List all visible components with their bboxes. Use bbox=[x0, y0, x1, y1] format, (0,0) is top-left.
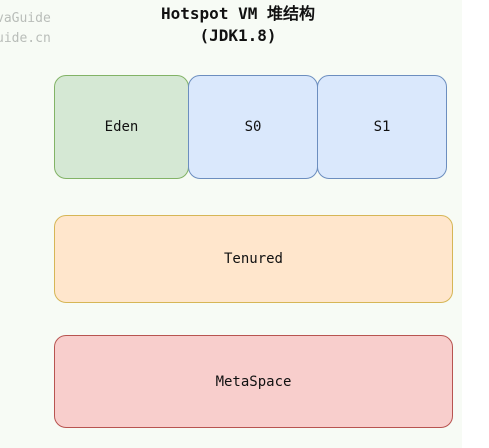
eden-region: Eden bbox=[54, 75, 189, 179]
metaspace-label: MetaSpace bbox=[215, 373, 292, 390]
s0-label: S0 bbox=[244, 119, 262, 135]
watermark: vaGuide uide.cn bbox=[0, 9, 51, 49]
watermark-line-1: vaGuide bbox=[0, 11, 51, 26]
watermark-line-2: uide.cn bbox=[0, 31, 51, 46]
tenured-region: Tenured bbox=[54, 215, 453, 303]
survivor-s1-region: S1 bbox=[317, 75, 447, 179]
s1-label: S1 bbox=[373, 119, 391, 135]
diagram-title: Hotspot VM 堆结构 (JDK1.8) bbox=[118, 3, 358, 47]
eden-label: Eden bbox=[104, 119, 139, 135]
title-line-2: (JDK1.8) bbox=[199, 26, 277, 45]
survivor-s0-region: S0 bbox=[188, 75, 318, 179]
tenured-label: Tenured bbox=[223, 251, 283, 267]
diagram-canvas: vaGuide uide.cn Hotspot VM 堆结构 (JDK1.8) … bbox=[0, 3, 453, 428]
metaspace-region: MetaSpace bbox=[54, 335, 453, 428]
title-line-1: Hotspot VM 堆结构 bbox=[161, 4, 315, 23]
